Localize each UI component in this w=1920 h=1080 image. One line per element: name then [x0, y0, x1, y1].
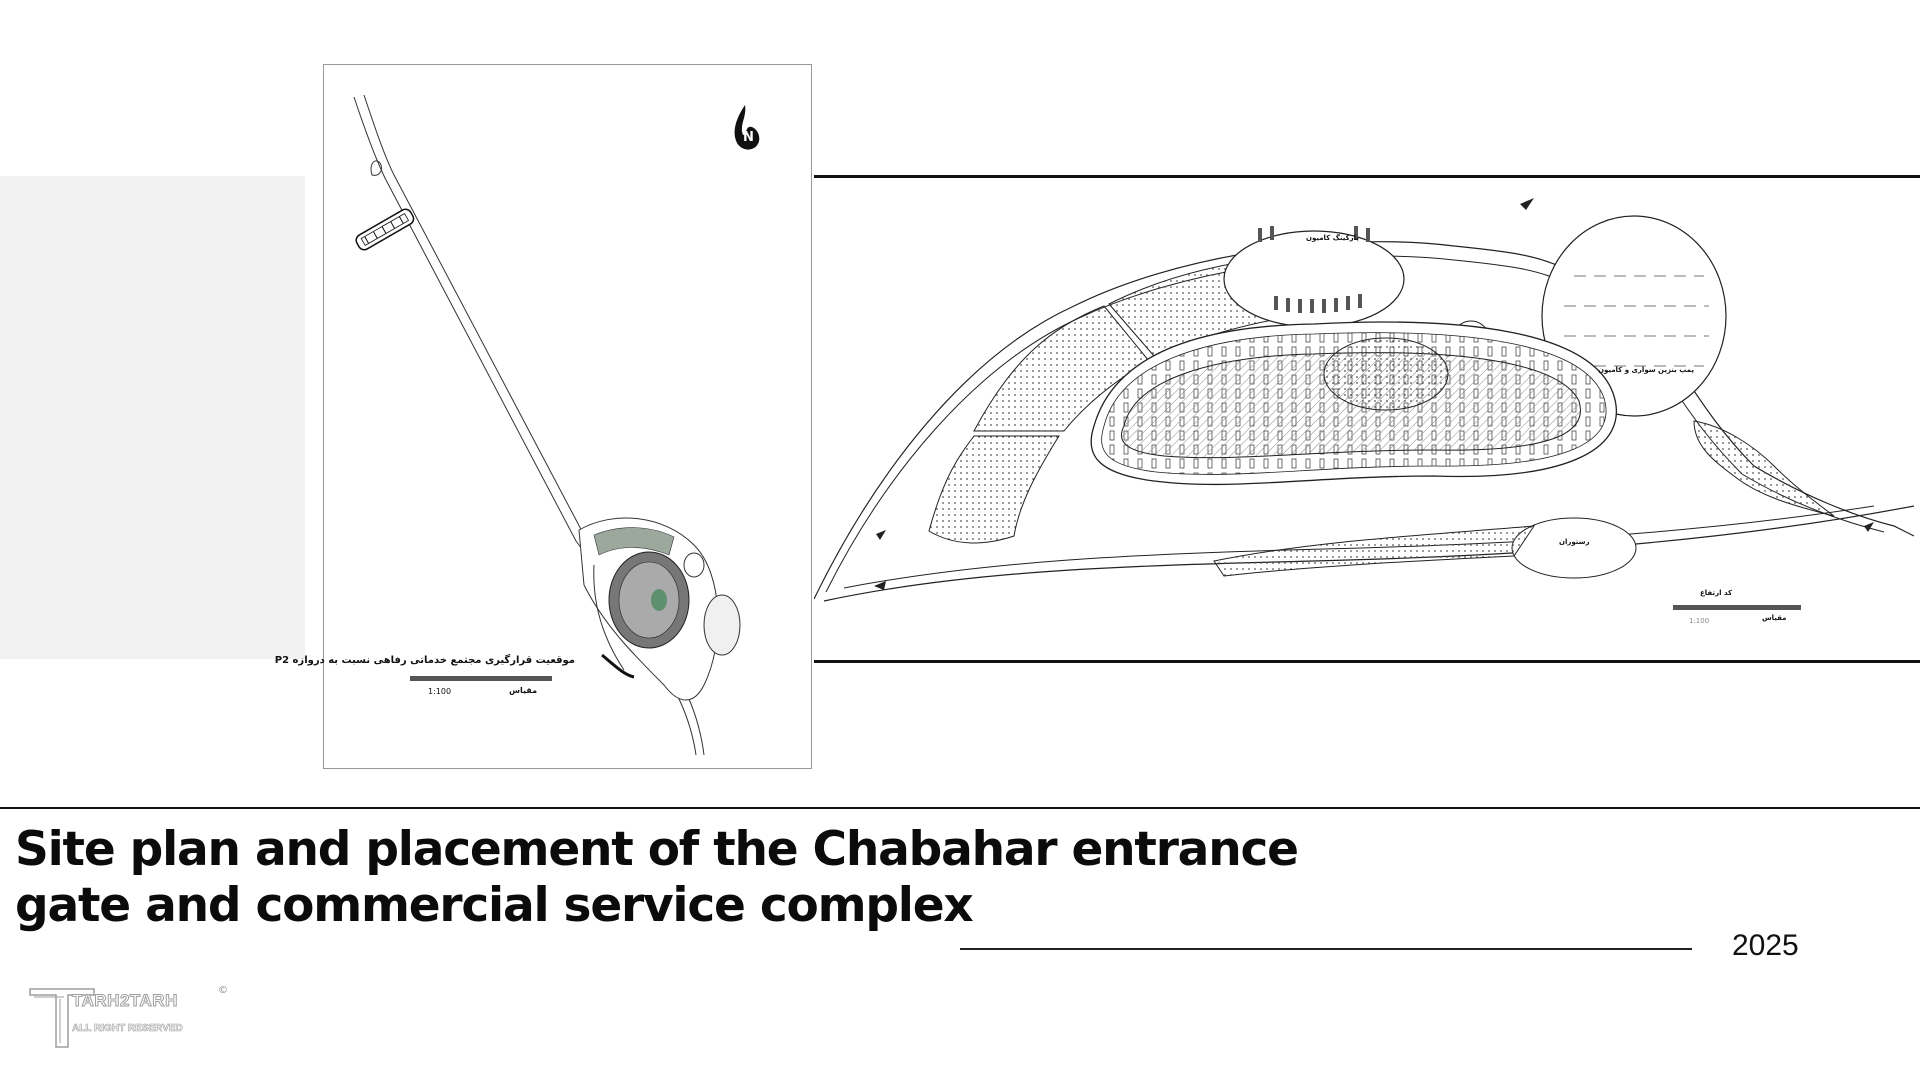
plan-scale-bar [1673, 605, 1801, 610]
plan-scale-value: 1:100 [1689, 617, 1710, 625]
plan-top-rule [814, 175, 1920, 178]
complex-plan-drawing [814, 198, 1915, 602]
page-title: Site plan and placement of the Chabahar … [15, 822, 1299, 933]
copyright-mark: © [218, 985, 228, 996]
plan-code-label: کد ارتفاع [1700, 589, 1733, 597]
site-location-drawing: N [353, 94, 760, 756]
grey-background-block [0, 176, 305, 659]
site-scale-label: مقیاس [509, 686, 538, 695]
north-arrow-icon: N [734, 105, 760, 150]
site-scale-value: 1:100 [428, 687, 452, 696]
logo-name: TARH2TARH [72, 991, 178, 1011]
title-divider [0, 807, 1920, 809]
year-rule [960, 948, 1692, 950]
site-location-sheet: N موقعیت قرارگیری مجتمع خدما [274, 64, 812, 769]
svg-text:N: N [743, 130, 754, 145]
small-complex-plan [578, 517, 741, 701]
plan-scale-label: مقیاس [1762, 614, 1787, 622]
logo-mark-icon [29, 988, 95, 1048]
fuel-station-label: پمپ بنزین سواری و کامیون [1598, 366, 1694, 374]
truck-parking-label: پارکینگ کامیون [1306, 234, 1359, 242]
complex-plan-panel: پارکینگ کامیون پمپ بنزین سواری و کامیون … [814, 176, 1920, 664]
year-label: 2025 [1732, 929, 1799, 962]
tarh2tarh-logo: TARH2TARH ALL RIGHT RESERVED © [28, 985, 238, 1051]
site-location-caption: موقعیت قرارگیری مجتمع خدماتی رفاهی نسبت … [274, 655, 575, 666]
logo-tagline: ALL RIGHT RESERVED [72, 1023, 183, 1035]
site-scale-bar [410, 676, 552, 681]
restaurant-label: رستوران [1559, 538, 1590, 546]
plan-bottom-rule [814, 660, 1920, 663]
